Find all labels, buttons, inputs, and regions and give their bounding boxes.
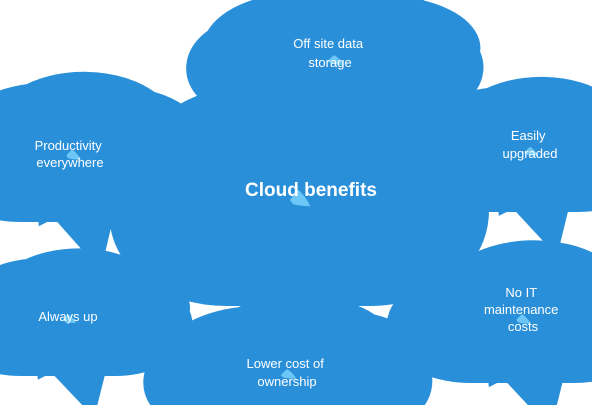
benefit-label-line: storage	[308, 55, 351, 70]
benefit-label-line: Productivity	[35, 138, 103, 153]
benefit-label-line: Always up	[38, 309, 97, 324]
benefit-label-line: upgraded	[503, 146, 558, 161]
benefit-label-line: Lower cost of	[247, 356, 325, 371]
benefit-cloud-off-site-data-storage: Off site data storage	[265, 23, 404, 82]
svg-text:Off site data storage: Off site data storage	[293, 36, 366, 70]
svg-text:Productivity everywhere: Productivity everywhere	[35, 138, 106, 170]
benefit-label-line: Off site data	[293, 36, 364, 51]
cloud-shape	[471, 116, 591, 172]
benefit-cloud-lower-cost-of-ownership: Lower cost of ownership	[220, 337, 355, 396]
benefit-cloud-easily-upgraded: Easily upgraded	[471, 116, 591, 172]
svg-text:No IT maintenance: No IT maintenance costs	[484, 285, 562, 334]
benefit-label-line: ownership	[257, 374, 316, 389]
benefit-label-line: costs	[508, 319, 539, 334]
center-cloud-label: Cloud benefits	[245, 180, 377, 201]
benefit-cloud-always-up: Always up	[11, 286, 127, 339]
benefit-label-line: maintenance	[484, 302, 558, 317]
benefit-label-line: No IT	[505, 285, 537, 300]
svg-text:Easily upgraded: Easily upgraded	[503, 128, 558, 161]
svg-text:Lower cost of ownership: Lower cost of ownership	[247, 356, 328, 389]
cloud-shape	[265, 23, 404, 82]
center-cloud: Cloud benefits	[210, 136, 387, 236]
benefit-cloud-no-it-maintenance-costs: No IT maintenance costs	[459, 282, 586, 341]
benefit-cloud-productivity-everywhere: Productivity everywhere	[9, 116, 136, 178]
benefit-label-line: Easily	[511, 128, 546, 143]
svg-text:Always up: Always up	[38, 309, 97, 324]
benefit-label-line: everywhere	[36, 155, 103, 170]
